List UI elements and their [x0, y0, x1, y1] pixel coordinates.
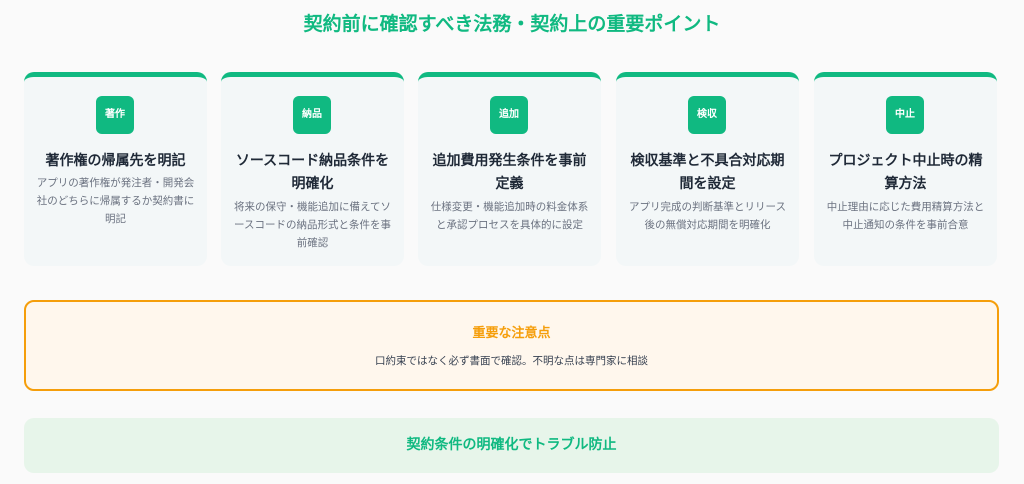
point-card-cancellation: 中止 プロジェクト中止時の精算方法 中止理由に応じた費用精算方法と中止通知の条件…	[814, 72, 997, 266]
card-description: アプリの著作権が発注者・開発会社のどちらに帰属するか契約書に明記	[36, 177, 195, 225]
point-card-copyright: 著作 著作権の帰属先を明記 アプリの著作権が発注者・開発会社のどちらに帰属するか…	[24, 72, 207, 266]
additional-badge: 追加	[490, 96, 528, 134]
copyright-badge: 著作	[96, 96, 134, 134]
card-title: 追加費用発生条件を事前定義	[432, 153, 587, 192]
important-notice-box: 重要な注意点 口約束ではなく必ず書面で確認。不明な点は専門家に相談	[24, 300, 999, 391]
notice-text: 口約束ではなく必ず書面で確認。不明な点は専門家に相談	[375, 355, 648, 367]
card-title: 著作権の帰属先を明記	[45, 153, 186, 169]
cancellation-badge: 中止	[886, 96, 924, 134]
notice-title: 重要な注意点	[472, 326, 551, 341]
card-title: ソースコード納品条件を明確化	[235, 153, 390, 192]
card-title: プロジェクト中止時の精算方法	[828, 153, 983, 192]
card-description: 将来の保守・機能追加に備えてソースコードの納品形式と条件を事前確認	[234, 201, 391, 249]
summary-banner: 契約条件の明確化でトラブル防止	[24, 418, 999, 473]
card-description: 仕様変更・機能追加時の料金体系と承認プロセスを具体的に設定	[430, 201, 589, 231]
point-card-delivery: 納品 ソースコード納品条件を明確化 将来の保守・機能追加に備えてソースコードの納…	[221, 72, 404, 266]
points-card-row: 著作 著作権の帰属先を明記 アプリの著作権が発注者・開発会社のどちらに帰属するか…	[24, 72, 999, 266]
page-title: 契約前に確認すべき法務・契約上の重要ポイント	[303, 13, 721, 35]
card-description: アプリ完成の判断基準とリリース後の無償対応期間を明確化	[629, 201, 786, 231]
card-description: 中止理由に応じた費用精算方法と中止通知の条件を事前合意	[826, 201, 985, 231]
point-card-inspection: 検収 検収基準と不具合対応期間を設定 アプリ完成の判断基準とリリース後の無償対応…	[616, 72, 799, 266]
summary-text: 契約条件の明確化でトラブル防止	[406, 437, 617, 453]
delivery-badge: 納品	[293, 96, 331, 134]
point-card-additional-cost: 追加 追加費用発生条件を事前定義 仕様変更・機能追加時の料金体系と承認プロセスを…	[418, 72, 601, 266]
card-title: 検収基準と不具合対応期間を設定	[630, 153, 785, 192]
inspection-badge: 検収	[688, 96, 726, 134]
